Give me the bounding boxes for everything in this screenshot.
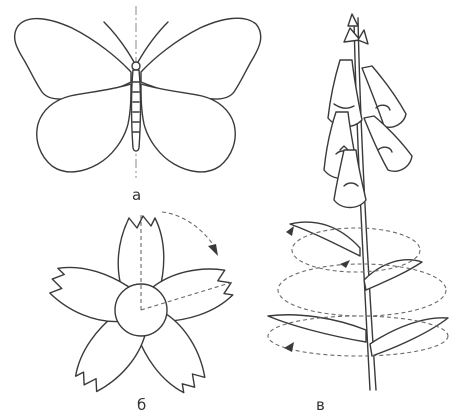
plant-leaf-lower-right xyxy=(370,318,448,356)
plant-label: в xyxy=(316,396,325,414)
plant-leaf-lower-left xyxy=(268,315,366,342)
rotation-arrow-head xyxy=(208,244,218,256)
plant-spiral-arrow-2 xyxy=(340,260,350,268)
plant-drawing: в xyxy=(268,14,448,414)
flower-label: б xyxy=(137,396,146,414)
flower-drawing: б xyxy=(45,212,238,414)
butterfly-drawing: а xyxy=(15,6,261,204)
butterfly-head xyxy=(132,62,140,70)
butterfly-left-forewing xyxy=(15,19,131,100)
plant-spiral-arrow-3 xyxy=(284,342,294,352)
butterfly-label: а xyxy=(132,186,141,204)
plant-spiral-arrow-1 xyxy=(286,226,294,236)
rotation-arrow xyxy=(162,212,214,246)
butterfly-right-forewing xyxy=(141,18,261,99)
